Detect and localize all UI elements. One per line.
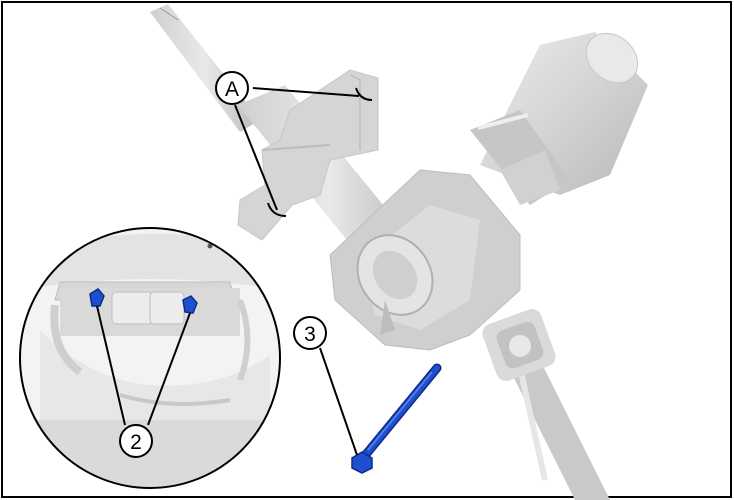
inset-nut-right-icon (182, 295, 198, 314)
electric-motor (470, 32, 648, 205)
callout-3-label: 3 (304, 323, 316, 346)
callout-2: 2 (119, 424, 153, 458)
callout-3: 3 (293, 316, 327, 350)
inset-nut-left-icon (89, 288, 105, 307)
magnified-inset (19, 227, 281, 489)
callout-a-label: A (225, 78, 239, 101)
bracket-slot-lower (267, 202, 287, 217)
hex-bolt-icon (351, 363, 442, 474)
universal-joint (482, 309, 556, 381)
intermediate-shaft (500, 340, 610, 500)
leader-lines (96, 87, 360, 456)
callout-a: A (215, 71, 249, 105)
steering-column-assembly (150, 4, 648, 500)
bracket-slot-upper (355, 87, 373, 101)
callout-2-label: 2 (130, 431, 142, 454)
